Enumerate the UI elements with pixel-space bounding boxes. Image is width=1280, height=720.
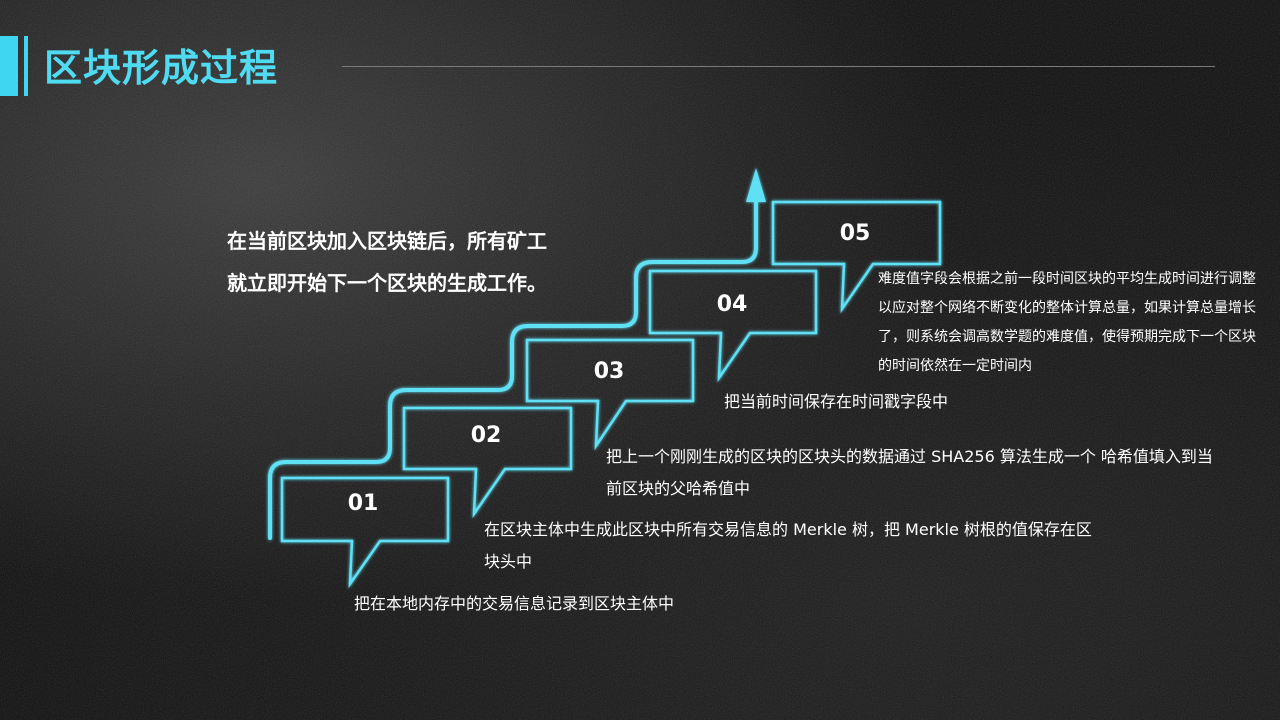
step-box-01 <box>280 476 450 589</box>
step-description-02: 在区块主体中生成此区块中所有交易信息的 Merkle 树，把 Merkle 树根… <box>484 520 1092 571</box>
step-number-04: 04 <box>716 292 748 317</box>
step-description-05: 难度值字段会根据之前一段时间区块的平均生成时间进行调整以应对整个网络不断变化的整… <box>878 271 1256 374</box>
step-box-05 <box>771 200 942 314</box>
step-number-05: 05 <box>839 221 871 246</box>
step-description-03: 把上一个刚刚生成的区块的区块头的数据通过 SHA256 算法生成一个 哈希值填入… <box>606 447 1213 498</box>
step-box-04 <box>648 269 818 383</box>
step-number-01: 01 <box>347 491 379 516</box>
staircase-arrow-line <box>268 198 758 540</box>
title-accent-line <box>24 36 28 96</box>
step-box-03 <box>525 338 695 451</box>
step-description-01: 把在本地内存中的交易信息记录到区块主体中 <box>354 594 675 613</box>
step-box-02 <box>402 406 573 519</box>
step-number-02: 02 <box>470 423 502 448</box>
step-number-03: 03 <box>593 359 625 384</box>
title-divider <box>342 66 1215 67</box>
page-title: 区块形成过程 <box>44 46 279 90</box>
arrow-head-icon <box>746 168 766 202</box>
step-description-04: 把当前时间保存在时间戳字段中 <box>724 392 949 411</box>
intro-text: 在当前区块加入区块链后，所有矿工就立即开始下一个区块的生成工作。 <box>227 229 547 295</box>
title-accent-bar <box>0 36 18 96</box>
